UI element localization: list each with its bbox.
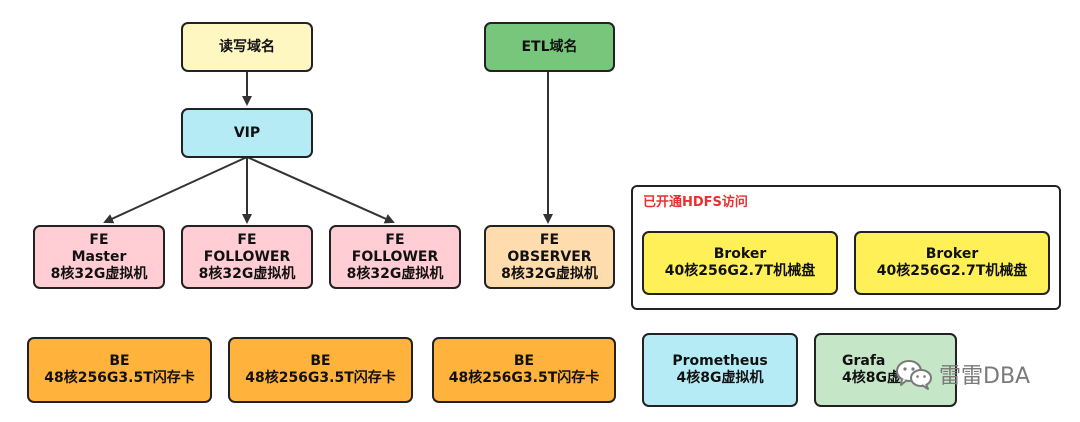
- fe-follower-1-role: FE: [237, 231, 257, 248]
- fe-observer-role: FE: [539, 231, 560, 248]
- broker-2-role: Broker: [925, 246, 979, 262]
- fe-follower-2-role: FE: [385, 231, 405, 248]
- vip-label: VIP: [233, 124, 261, 141]
- fe-follower-2-type: FOLLOWER: [351, 248, 439, 265]
- fe-follower-1-type: FOLLOWER: [203, 248, 291, 265]
- prometheus-role: Prometheus: [672, 353, 768, 369]
- broker-1-role: Broker: [713, 246, 767, 262]
- watermark-text: 雷雷DBA: [939, 364, 1031, 389]
- prometheus-node: Prometheus 4核8G虚拟机: [642, 333, 798, 407]
- be-2-spec: 48核256G3.5T闪存卡: [245, 370, 396, 386]
- fe-master-spec: 8核32G虚拟机: [50, 265, 148, 282]
- edge-vip-to-master: [103, 156, 248, 224]
- prometheus-spec: 4核8G虚拟机: [676, 370, 764, 386]
- rw-domain-node: 读写域名: [181, 22, 313, 72]
- be-1-spec: 48核256G3.5T闪存卡: [44, 370, 195, 386]
- etl-domain-node: ETL域名: [484, 22, 615, 72]
- fe-observer-node: FE OBSERVER 8核32G虚拟机: [484, 225, 615, 289]
- fe-follower-2-spec: 8核32G虚拟机: [346, 265, 444, 282]
- be-3-spec: 48核256G3.5T闪存卡: [448, 370, 600, 386]
- watermark: 雷雷DBA: [895, 356, 1030, 392]
- vip-node: VIP: [181, 108, 313, 158]
- be-3-role: BE: [513, 353, 535, 369]
- broker-1-spec: 40核256G2.7T机械盘: [664, 263, 816, 279]
- hdfs-group-label: 已开通HDFS访问: [643, 195, 748, 210]
- wechat-icon: [896, 360, 932, 390]
- broker-node-1: Broker 40核256G2.7T机械盘: [642, 231, 838, 295]
- etl-domain-label: ETL域名: [521, 38, 578, 55]
- edge-vip-to-follower-2: [246, 156, 395, 224]
- fe-observer-spec: 8核32G虚拟机: [501, 265, 598, 282]
- be-1-role: BE: [109, 353, 130, 369]
- fe-master-type: Master: [71, 248, 127, 265]
- fe-follower-1-spec: 8核32G虚拟机: [198, 265, 296, 282]
- fe-follower-node-2: FE FOLLOWER 8核32G虚拟机: [329, 225, 461, 289]
- hdfs-access-group: 已开通HDFS访问: [631, 185, 1061, 310]
- broker-2-spec: 40核256G2.7T机械盘: [876, 263, 1028, 279]
- grafana-node: Grafa 4核8G虚: [814, 333, 957, 407]
- fe-master-role: FE: [89, 231, 109, 248]
- be-node-1: BE 48核256G3.5T闪存卡: [27, 337, 212, 403]
- rw-domain-label: 读写域名: [219, 38, 275, 55]
- fe-observer-type: OBSERVER: [507, 248, 592, 265]
- fe-follower-node-1: FE FOLLOWER 8核32G虚拟机: [181, 225, 313, 289]
- broker-node-2: Broker 40核256G2.7T机械盘: [854, 231, 1050, 295]
- be-node-2: BE 48核256G3.5T闪存卡: [228, 337, 413, 403]
- be-2-role: BE: [310, 353, 331, 369]
- grafana-role: Grafa: [842, 353, 886, 369]
- grafana-spec: 4核8G虚: [842, 370, 901, 386]
- be-node-3: BE 48核256G3.5T闪存卡: [432, 337, 616, 403]
- fe-master-node: FE Master 8核32G虚拟机: [33, 225, 165, 289]
